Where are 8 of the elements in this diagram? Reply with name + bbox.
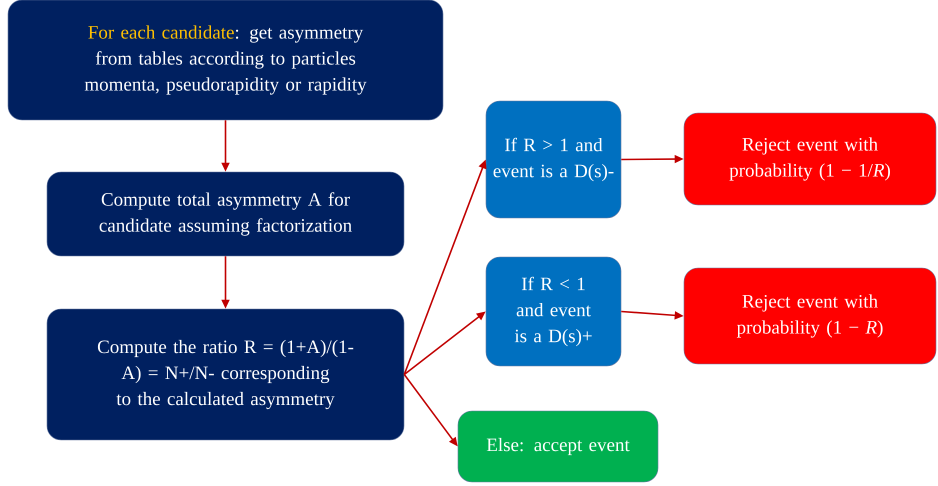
decision-box: If R > 1 and event is a D(s)- [486, 100, 622, 218]
decision-box: If R < 1 and event is a D(s)+ [486, 256, 622, 366]
accept-box: Else: accept event [458, 410, 658, 482]
process-box: Compute the ratio R = (1+A)/(1-A) = N+/N- corresponding to the calculated asymmetry [46, 308, 404, 440]
process-box: Compute total asymmetry A for candidate assuming factorization [46, 172, 404, 256]
reject-box: Reject event with probability (1 − R) [684, 268, 936, 364]
reject-box: Reject event with probability (1 − 1/R) [684, 112, 936, 206]
process-box: For each candidate: get asymmetry from tables according to particles momenta, pseudorapidity or rapidity [8, 0, 444, 120]
